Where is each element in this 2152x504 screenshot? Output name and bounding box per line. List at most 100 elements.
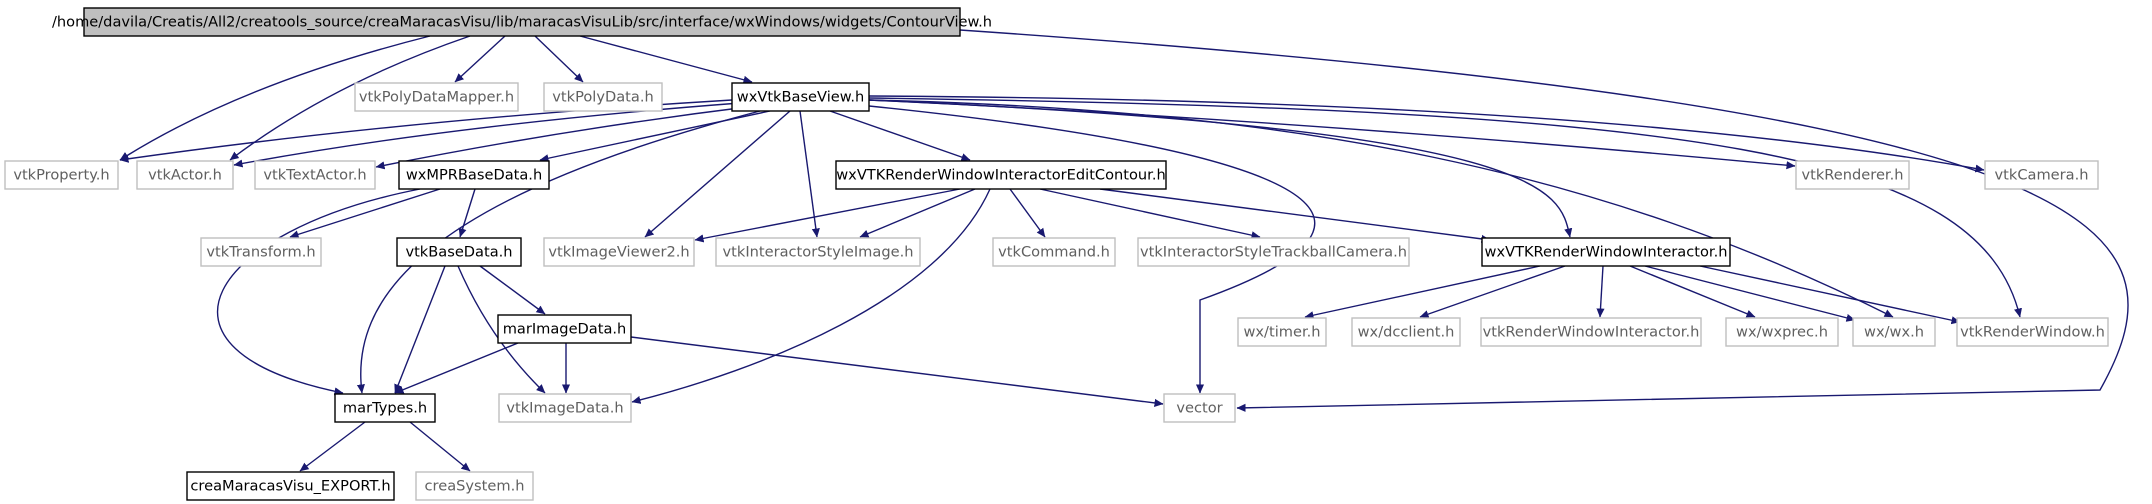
node-label: marTypes.h [343, 400, 427, 417]
node-editContour[interactable]: wxVTKRenderWindowInteractorEditContour.h [835, 160, 1167, 190]
node-label: vtkPolyDataMapper.h [359, 89, 514, 106]
node-box [186, 471, 395, 501]
node-vtkImageViewer2[interactable]: vtkImageViewer2.h [543, 237, 695, 267]
edge-root-to-vtkProperty [119, 35, 431, 161]
edge-wxVtkBaseView-to-vtkRenderWindow [868, 97, 2022, 318]
node-label: vtkImageViewer2.h [548, 244, 689, 261]
node-box [1795, 160, 1910, 190]
node-label: creaMaracasVisu_EXPORT.h [190, 478, 390, 495]
node-label: wx/wxprec.h [1736, 324, 1828, 341]
edge-wxVtkBaseView-to-vtkImageViewer2 [644, 110, 791, 238]
edge-wxMPRBaseData-to-vtkBaseData [458, 188, 476, 238]
node-vtkTextActor[interactable]: vtkTextActor.h [254, 160, 376, 190]
node-marTypes[interactable]: marTypes.h [334, 393, 436, 423]
node-creaSystem[interactable]: creaSystem.h [415, 471, 534, 501]
node-box [1237, 317, 1327, 347]
node-box [715, 237, 921, 267]
edge-editContour-to-vtkTrackball [1039, 188, 1261, 240]
node-vtkBaseData[interactable]: vtkBaseData.h [396, 237, 522, 267]
node-label: vtkPolyData.h [552, 89, 653, 106]
node-wxRWI[interactable]: wxVTKRenderWindowInteractor.h [1481, 237, 1731, 267]
node-box [1480, 317, 1702, 347]
node-box [334, 393, 436, 423]
node-vtkRenderer[interactable]: vtkRenderer.h [1795, 160, 1910, 190]
node-vtkRenderWindow[interactable]: vtkRenderWindow.h [1956, 317, 2109, 347]
node-wxWx[interactable]: wx/wx.h [1852, 317, 1936, 347]
edge-wxVtkBaseView-to-wxWx [868, 99, 1894, 318]
node-box [83, 7, 961, 37]
edge-vtkBaseData-to-vtkImageData [457, 265, 546, 394]
node-vtkActor[interactable]: vtkActor.h [136, 160, 234, 190]
node-vtkProperty[interactable]: vtkProperty.h [4, 160, 119, 190]
node-vtkCommand[interactable]: vtkCommand.h [992, 237, 1116, 267]
node-box [497, 314, 632, 344]
node-box [1852, 317, 1936, 347]
edge-root-to-polyData [534, 35, 584, 83]
node-wxTimer[interactable]: wx/timer.h [1237, 317, 1327, 347]
node-label: vtkRenderer.h [1802, 167, 1904, 184]
node-wxVtkBaseView[interactable]: wxVtkBaseView.h [731, 82, 870, 112]
edge-wxVtkBaseView-to-vtkTextActor [375, 105, 756, 170]
node-box [498, 393, 632, 423]
node-box [992, 237, 1116, 267]
node-vtkTransform[interactable]: vtkTransform.h [200, 237, 322, 267]
node-vtkInteractorStyleImage[interactable]: vtkInteractorStyleImage.h [715, 237, 921, 267]
edge-editContour-to-vtkInteractorStyleImage [859, 188, 976, 238]
edge-root-to-vtkActor [229, 35, 471, 161]
node-box [1137, 237, 1410, 267]
node-exportH[interactable]: creaMaracasVisu_EXPORT.h [186, 471, 395, 501]
node-root[interactable]: /home/davila/Creatis/All2/creatools_sour… [52, 7, 992, 37]
node-label: vtkTransform.h [206, 244, 315, 261]
edge-marImageData-to-vector [630, 336, 1164, 407]
node-label: vtkImageData.h [506, 400, 623, 417]
node-label: vtkTextActor.h [263, 167, 366, 184]
node-box [354, 82, 519, 112]
node-label: vtkRenderWindow.h [1960, 324, 2105, 341]
node-polyData[interactable]: vtkPolyData.h [543, 82, 663, 112]
edge-editContour-to-vtkImageViewer2 [694, 188, 961, 243]
edge-wxVtkBaseView-to-wxRWI [868, 99, 1573, 238]
node-label: wxVTKRenderWindowInteractorEditContour.h [836, 167, 1165, 184]
node-label: vector [1176, 400, 1222, 417]
node-box [1163, 393, 1236, 423]
edge-wxRWI-to-wxTimer [1304, 265, 1541, 320]
edge-root-to-vector [959, 29, 2129, 412]
node-vtkCamera[interactable]: vtkCamera.h [1984, 160, 2099, 190]
node-vtkTrackball[interactable]: vtkInteractorStyleTrackballCamera.h [1137, 237, 1410, 267]
node-box [4, 160, 119, 190]
edge-marImageData-to-marTypes [394, 342, 519, 394]
node-vtkRWI[interactable]: vtkRenderWindowInteractor.h [1480, 317, 1702, 347]
node-box [254, 160, 376, 190]
node-marImageData[interactable]: marImageData.h [497, 314, 632, 344]
edge-wxMPRBaseData-to-vtkTransform [289, 188, 441, 239]
node-wxDcclient[interactable]: wx/dcclient.h [1351, 317, 1461, 347]
node-vtkImageData[interactable]: vtkImageData.h [498, 393, 632, 423]
node-label: /home/davila/Creatis/All2/creatools_sour… [52, 14, 992, 31]
edge-wxRWI-to-vtkRWI [1596, 265, 1605, 318]
node-label: vtkBaseData.h [405, 244, 512, 261]
node-box [835, 160, 1167, 190]
nodes-layer: /home/davila/Creatis/All2/creatools_sour… [4, 7, 2109, 501]
node-polyDataMapper[interactable]: vtkPolyDataMapper.h [354, 82, 519, 112]
node-box [731, 82, 870, 112]
edge-root-to-polyDataMapper [454, 35, 506, 83]
edge-vtkBaseData-to-marImageData [479, 265, 546, 315]
node-box [1725, 317, 1839, 347]
edge-wxVtkBaseView-to-wxMPRBaseData [539, 110, 771, 163]
node-label: vtkRenderWindowInteractor.h [1483, 324, 1700, 341]
node-label: vtkInteractorStyleTrackballCamera.h [1140, 244, 1407, 261]
node-box [200, 237, 322, 267]
node-box [543, 82, 663, 112]
edge-wxRWI-to-wxDcclient [1419, 265, 1566, 318]
node-label: wx/timer.h [1243, 324, 1320, 341]
edge-wxVtkBaseView-to-editContour [829, 110, 971, 161]
node-label: wxVtkBaseView.h [737, 89, 864, 106]
node-label: wx/wx.h [1864, 324, 1924, 341]
edge-wxRWI-to-wxWxprec [1629, 265, 1756, 318]
node-vector[interactable]: vector [1163, 393, 1236, 423]
node-wxWxprec[interactable]: wx/wxprec.h [1725, 317, 1839, 347]
edge-wxMPRBaseData-to-marTypes [216, 188, 421, 396]
edge-editContour-to-wxRWI [1099, 188, 1491, 243]
node-wxMPRBaseData[interactable]: wxMPRBaseData.h [398, 160, 550, 190]
